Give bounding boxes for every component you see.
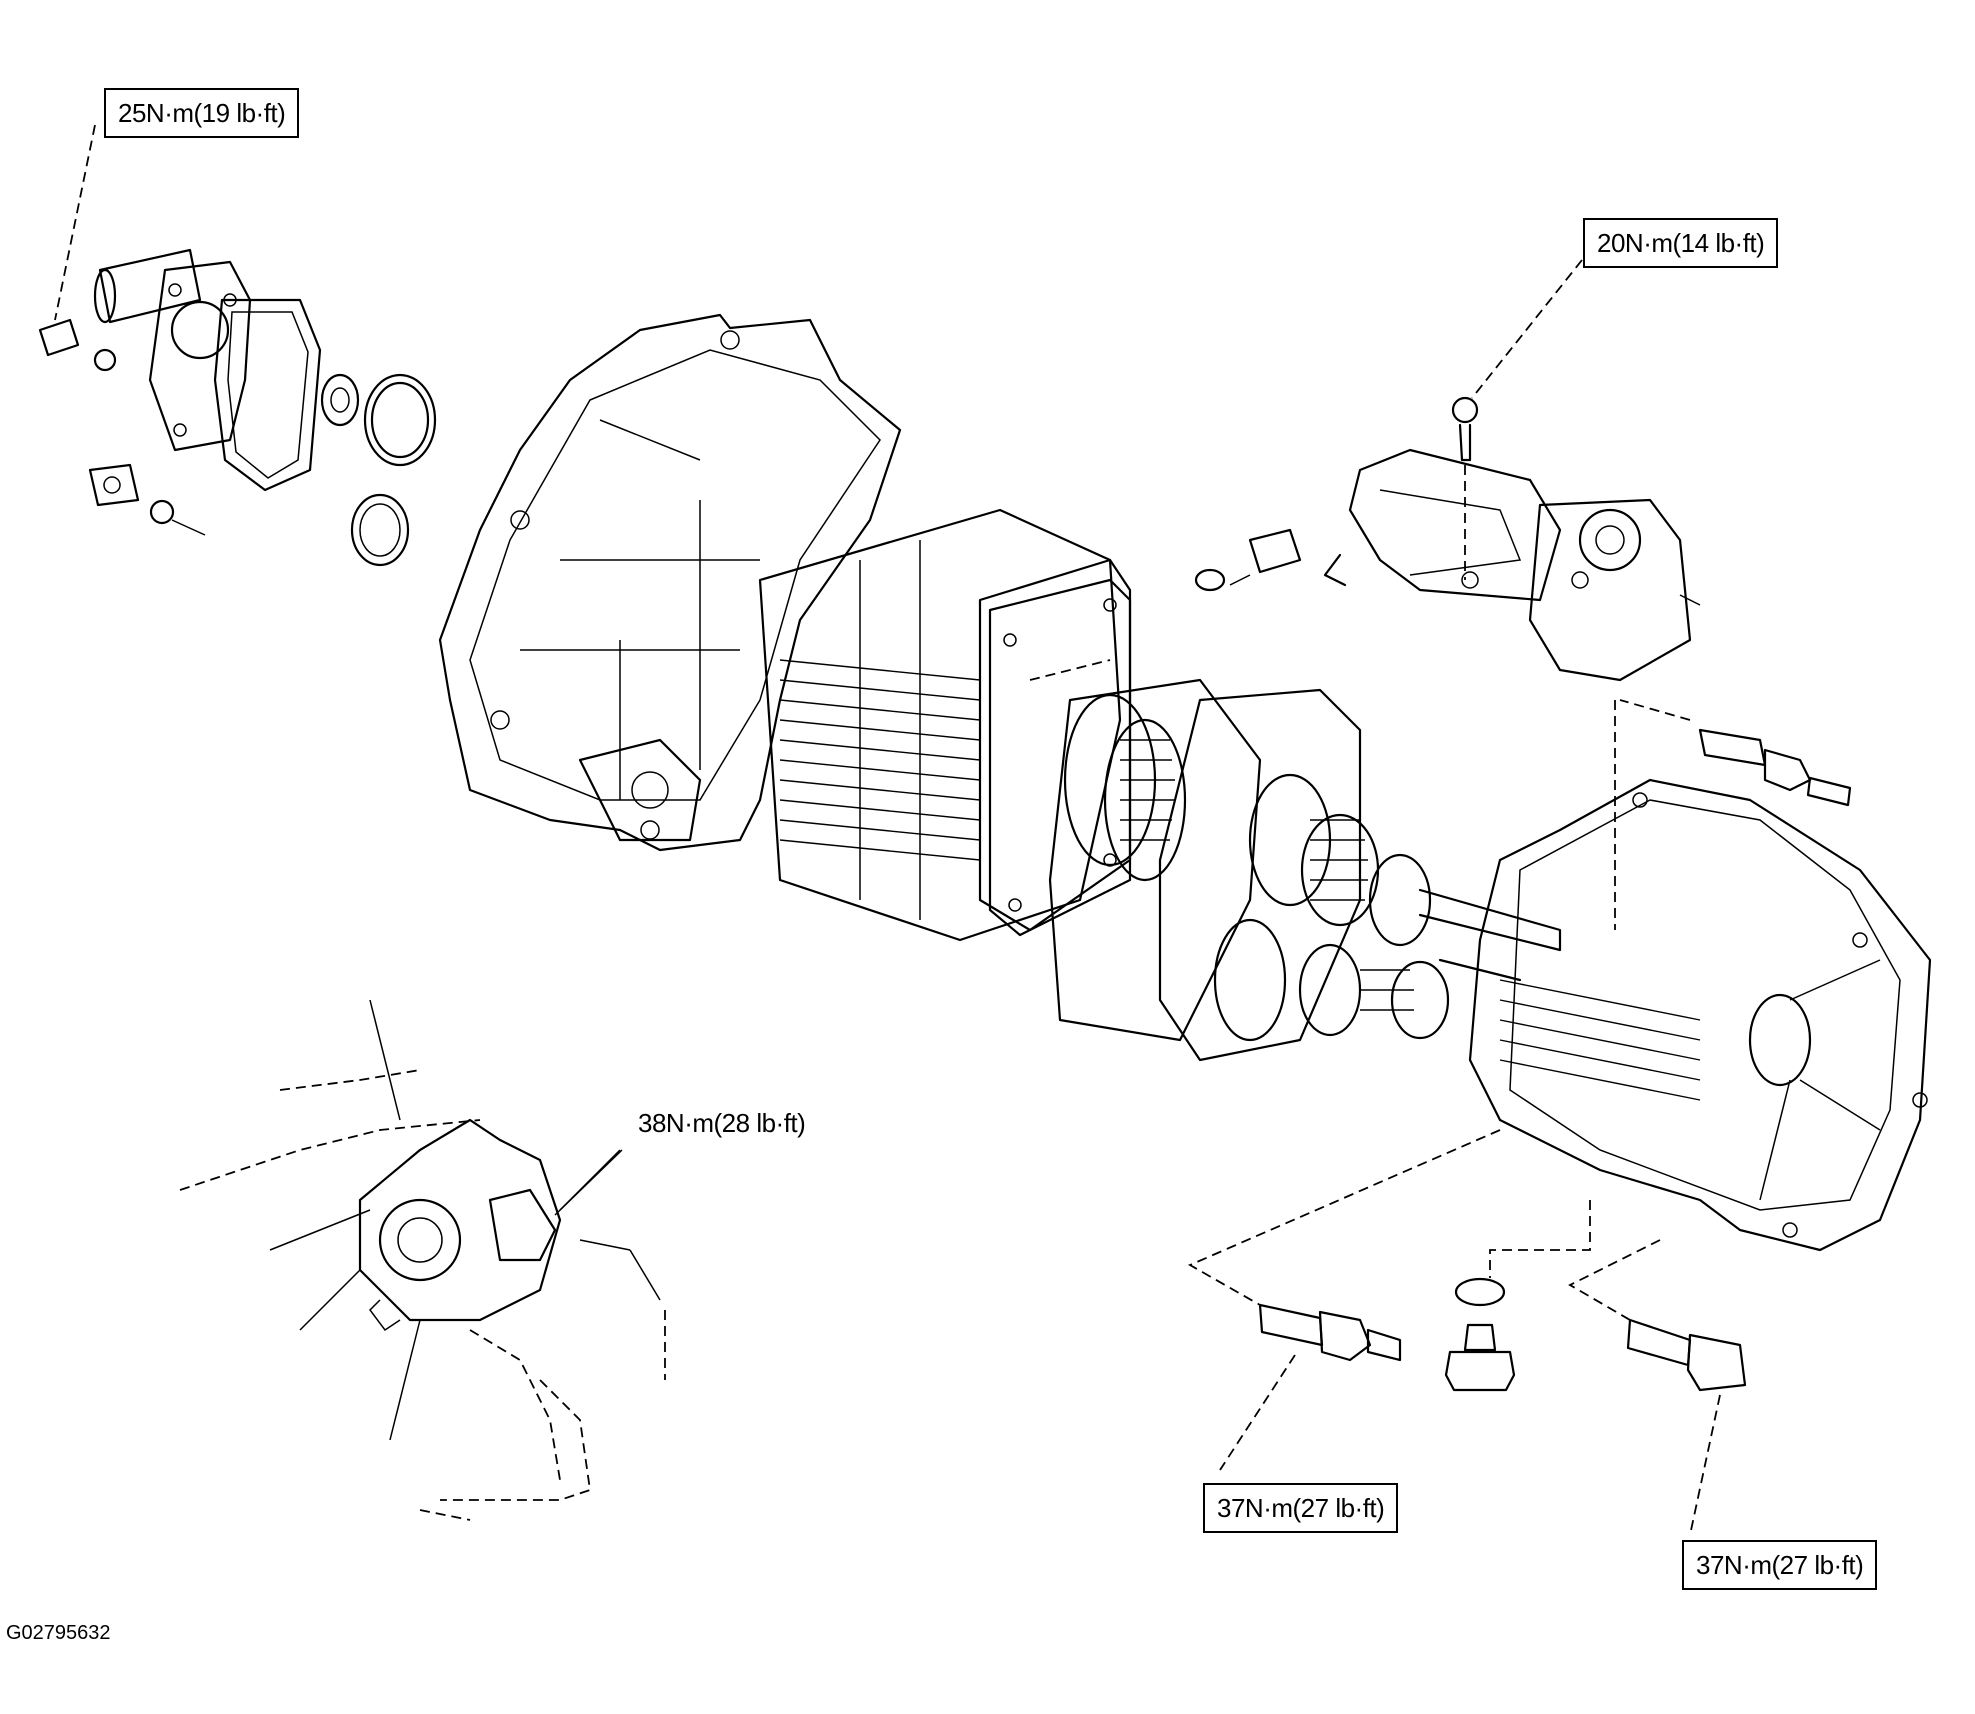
front-cover-bolt-torque-label: 25N·m(19 lb·ft) — [104, 88, 300, 138]
mount-bolt-torque-label: 38N·m(28 lb·ft) — [638, 1108, 806, 1138]
case-bolt-left-torque-label: 37N·m(27 lb·ft) — [1203, 1483, 1399, 1533]
figure-id-label: G02795632 — [6, 1622, 111, 1644]
mount-bolt-leader — [554, 1149, 623, 1216]
front-cover-assembly — [38, 124, 437, 567]
case-bolt-right-torque-label: 37N·m(27 lb·ft) — [1682, 1540, 1878, 1590]
shift-tower-bolt-torque-label: 20N·m(14 lb·ft) — [1583, 218, 1779, 268]
bell-housing — [438, 313, 902, 852]
gear-train — [1048, 678, 1562, 1062]
shift-tower — [1323, 259, 1701, 682]
main-case — [758, 508, 1302, 942]
extension-housing — [1468, 699, 1932, 1252]
bottom-fasteners — [1187, 1129, 1747, 1536]
installed-view — [179, 999, 666, 1521]
